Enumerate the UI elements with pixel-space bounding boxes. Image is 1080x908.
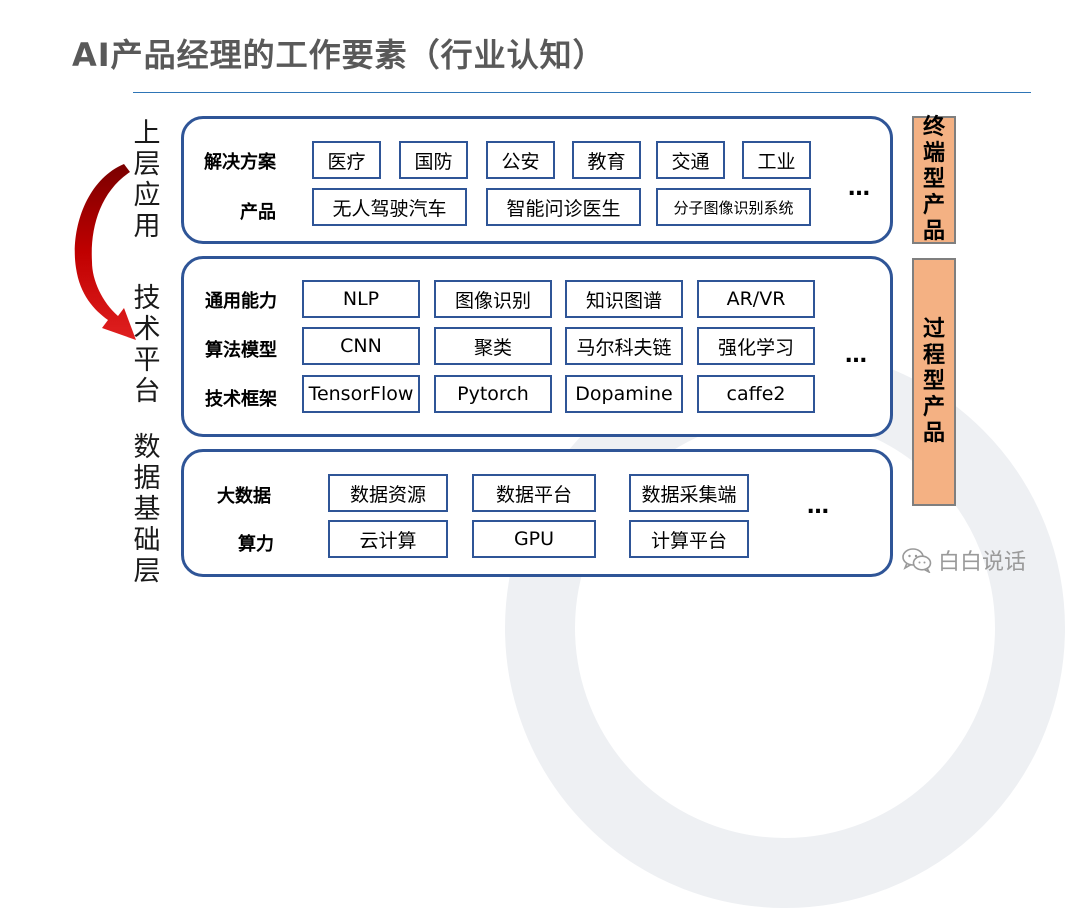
side-label-terminal-text: 终端型产品 [922, 115, 945, 244]
item-industry: 工业 [742, 141, 811, 179]
row-label-products: 产品 [240, 202, 276, 223]
item-cloud-computing: 云计算 [328, 520, 448, 558]
item-markov-chain: 马尔科夫链 [565, 327, 683, 365]
layer-label-data: 数据基础层 [133, 432, 161, 587]
item-self-driving-car: 无人驾驶汽车 [312, 188, 467, 226]
item-tensorflow: TensorFlow [302, 375, 420, 413]
row-label-tech-framework: 技术框架 [205, 389, 277, 410]
side-label-terminal-products: 终端型产品 [912, 115, 956, 244]
data-layer-ellipsis: … [807, 494, 830, 519]
row-label-algorithm-model: 算法模型 [205, 340, 277, 361]
application-ellipsis: … [848, 176, 871, 201]
curved-arrow-icon [74, 164, 136, 340]
item-nlp: NLP [302, 280, 420, 318]
layer-label-application: 上层应用 [133, 118, 161, 242]
row-label-general-capability: 通用能力 [205, 291, 277, 312]
item-caffe2: caffe2 [697, 375, 815, 413]
item-ar-vr: AR/VR [697, 280, 815, 318]
row-label-solutions: 解决方案 [204, 152, 276, 173]
item-cnn: CNN [302, 327, 420, 365]
brand-text: 白白说话 [938, 550, 1027, 575]
layer-label-platform: 技术平台 [133, 283, 161, 407]
wechat-icon [902, 548, 932, 573]
item-public-security: 公安 [486, 141, 555, 179]
title-divider [133, 92, 1031, 93]
item-data-resources: 数据资源 [328, 474, 448, 512]
item-gpu: GPU [472, 520, 596, 558]
item-medical: 医疗 [312, 141, 381, 179]
item-clustering: 聚类 [434, 327, 552, 365]
item-knowledge-graph: 知识图谱 [565, 280, 683, 318]
item-computing-platform: 计算平台 [629, 520, 749, 558]
side-label-process-products: 过程型产品 [912, 258, 956, 506]
side-label-process-text: 过程型产品 [922, 317, 945, 446]
item-reinforcement-learning: 强化学习 [697, 327, 815, 365]
item-defense: 国防 [399, 141, 468, 179]
item-dopamine: Dopamine [565, 375, 683, 413]
item-data-platform: 数据平台 [472, 474, 596, 512]
brand-watermark: 白白说话 [902, 544, 1026, 576]
item-image-recognition: 图像识别 [434, 280, 552, 318]
item-data-collection: 数据采集端 [629, 474, 749, 512]
item-education: 教育 [572, 141, 641, 179]
item-ai-diagnosis-doctor: 智能问诊医生 [486, 188, 641, 226]
item-transportation: 交通 [656, 141, 725, 179]
item-pytorch: Pytorch [434, 375, 552, 413]
platform-ellipsis: … [845, 343, 868, 368]
row-label-big-data: 大数据 [217, 486, 271, 507]
item-molecular-image-system: 分子图像识别系统 [656, 188, 811, 226]
page-title: AI产品经理的工作要素（行业认知） [72, 36, 606, 74]
row-label-computing-power: 算力 [238, 534, 274, 555]
